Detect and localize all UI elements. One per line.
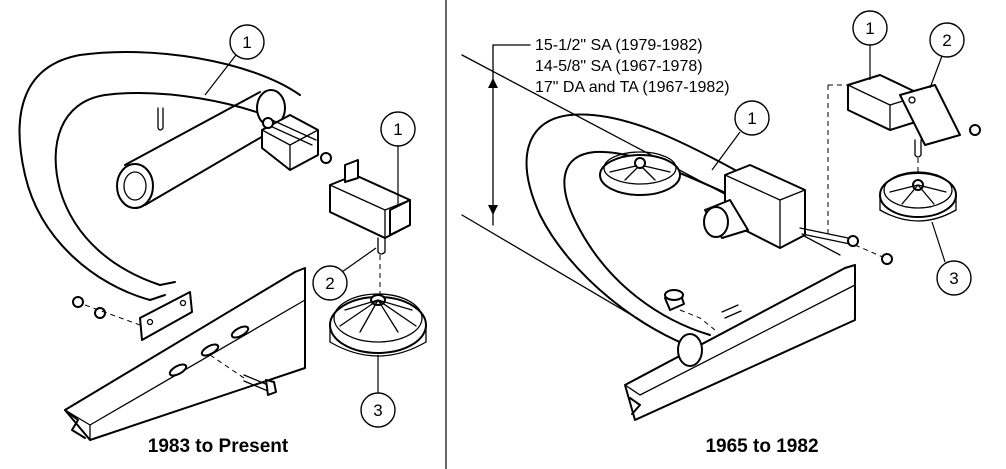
- callout-right-1-bracket-number: 1: [865, 19, 874, 38]
- callout-left-1-tube: 1: [204, 24, 265, 96]
- callout-left-3-pulley: 3: [360, 355, 396, 428]
- right-panel-drawing: [461, 44, 981, 421]
- dimension-notes: 15-1/2" SA (1979-1982) 14-5/8" SA (1967-…: [535, 37, 730, 96]
- dimension-note-1: 15-1/2" SA (1979-1982): [535, 37, 703, 54]
- left-panel-caption: 1983 to Present: [148, 436, 289, 457]
- callout-left-1-bracket: 1: [380, 111, 416, 205]
- left-panel-drawing: [18, 50, 427, 441]
- callout-right-1-tube: 1: [711, 100, 770, 171]
- callout-left-2-peg-number: 2: [325, 274, 334, 293]
- callout-left-1-bracket-number: 1: [393, 120, 402, 139]
- callout-right-1-tube-number: 1: [747, 109, 756, 128]
- callout-left-2-peg: 2: [312, 247, 377, 301]
- right-panel-caption: 1965 to 1982: [705, 436, 818, 457]
- callout-left-3-pulley-number: 3: [373, 401, 382, 420]
- callout-right-2-plate-number: 2: [942, 31, 951, 50]
- dimension-note-2: 14-5/8" SA (1967-1978): [535, 58, 703, 75]
- callout-left-1-tube-number: 1: [242, 33, 251, 52]
- callout-right-2-plate: 2: [929, 22, 965, 89]
- callout-right-3-pulley-number: 3: [949, 269, 958, 288]
- callout-right-1-bracket: 1: [852, 10, 888, 80]
- dimension-note-3: 17" DA and TA (1967-1982): [535, 79, 730, 96]
- callout-right-3-pulley: 3: [931, 221, 972, 296]
